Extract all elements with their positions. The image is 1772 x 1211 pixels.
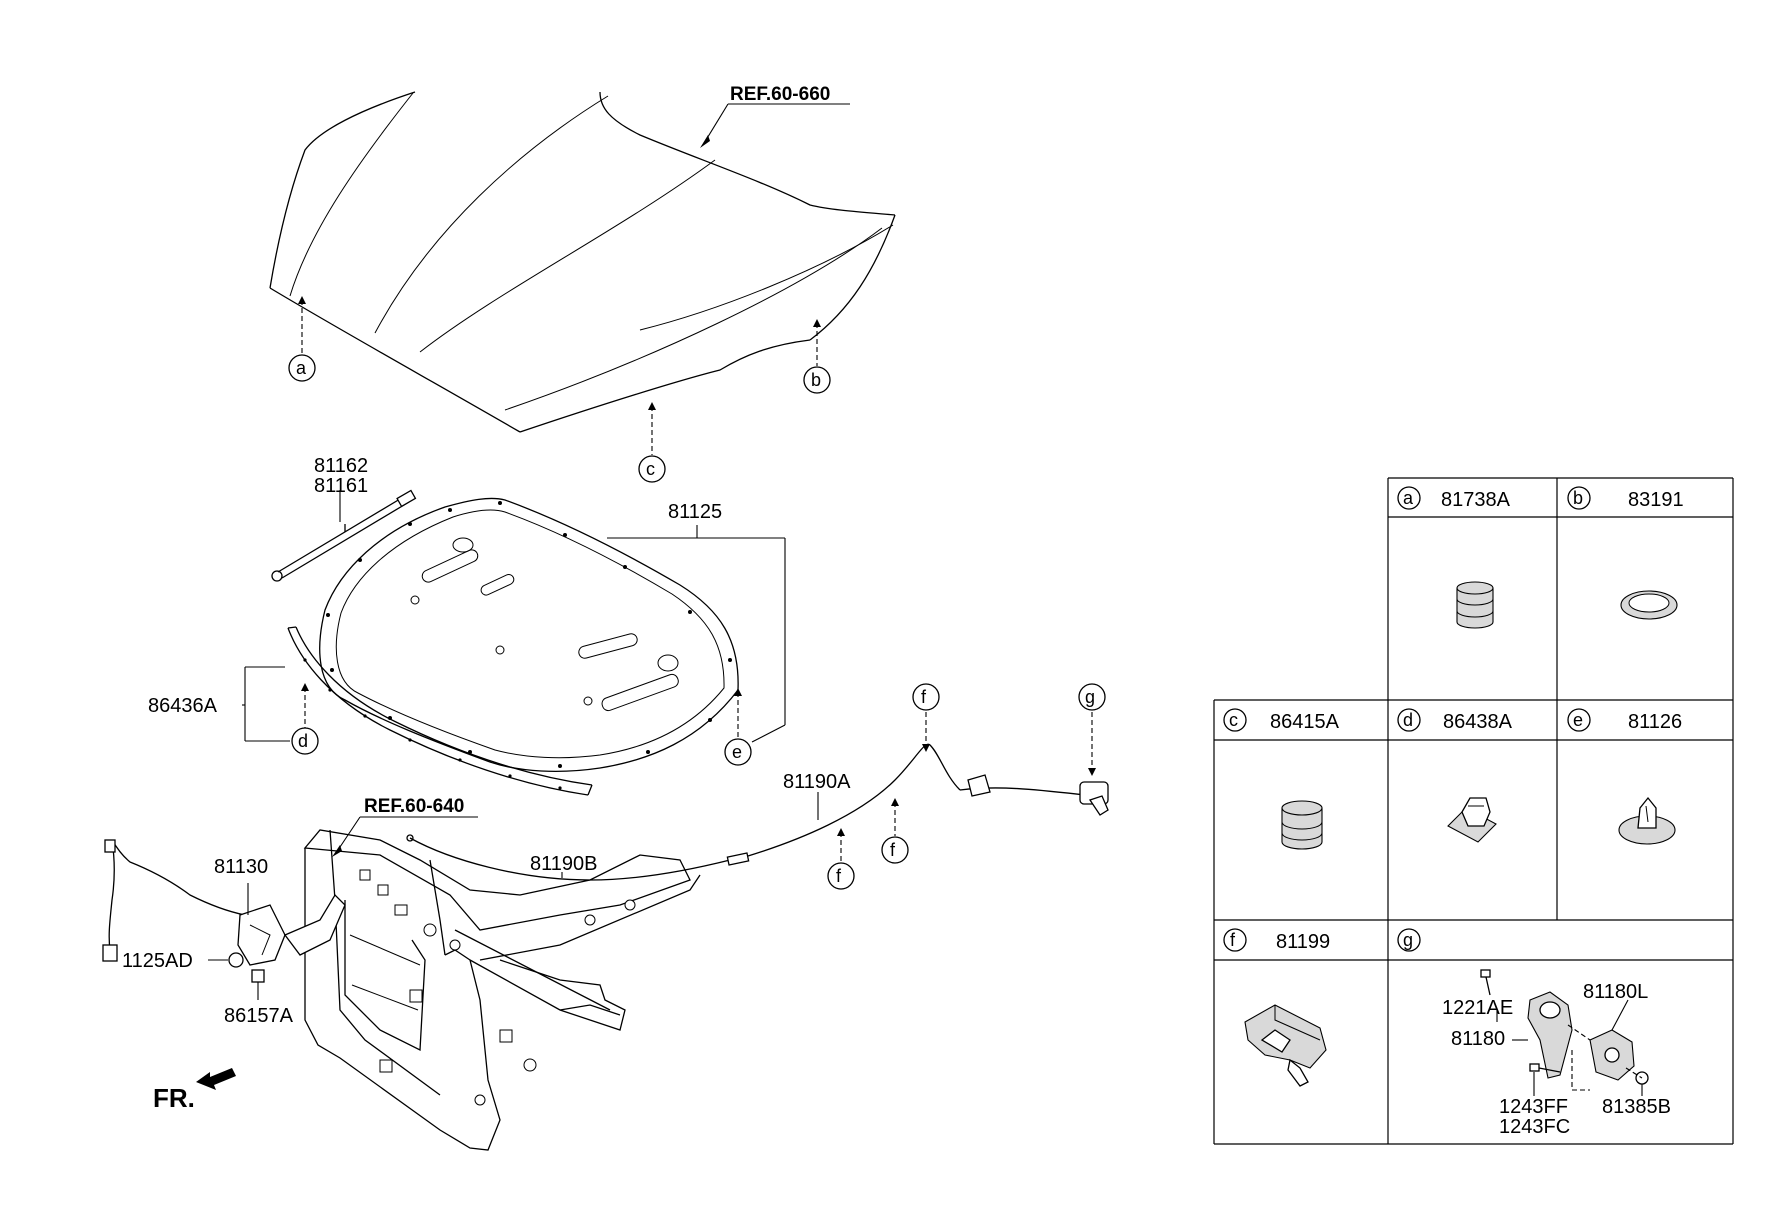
part-1243FF-label: 1243FF [1499, 1096, 1568, 1118]
cable-callouts: f g f f [827, 683, 1106, 890]
ref-hood-label: REF.60-660 [730, 84, 830, 105]
hood-lift-strut: 81162 81161 [271, 455, 417, 582]
hood-panel: REF.60-660 [269, 84, 896, 433]
part-1125AD-label: 1125AD [122, 950, 193, 972]
callout-b: b [811, 370, 821, 390]
part-81190B-label: 81190B [530, 853, 597, 875]
callout-f-top: f [921, 687, 927, 707]
callout-f-left: f [836, 866, 842, 886]
legend-d-letter: d [1403, 710, 1413, 730]
part-81180L-label: 81180L [1583, 981, 1648, 1003]
legend-cell-c: c 86415A [1223, 708, 1340, 850]
part-1221AE-label: 1221AE [1442, 997, 1513, 1019]
part-81161-label: 81161 [314, 475, 368, 497]
callout-c: c [646, 459, 655, 479]
pin-clip-icon [1618, 796, 1676, 845]
legend-cell-f: f 81199 [1223, 928, 1330, 1087]
grommet-stack-icon [1456, 581, 1494, 629]
hood-callouts: a b c [288, 296, 831, 483]
part-1243FC-label: 1243FC [1499, 1116, 1570, 1138]
legend-e-part: 81126 [1628, 711, 1682, 733]
hood-insulator-pad: 81125 [319, 497, 786, 773]
legend-cell-e: e 81126 [1567, 708, 1682, 845]
part-81190A-label: 81190A [783, 771, 851, 793]
parts-legend-table: a 81738A b 83191 c 86415A [1213, 477, 1734, 1145]
legend-cell-b: b 83191 [1567, 486, 1684, 620]
legend-cell-g: g [1397, 928, 1671, 1138]
part-86157A-label: 86157A [224, 1005, 294, 1027]
legend-b-letter: b [1573, 488, 1583, 508]
legend-cell-a: a 81738A [1397, 486, 1511, 629]
callout-a: a [296, 358, 307, 378]
legend-a-letter: a [1403, 488, 1414, 508]
part-81180-label: 81180 [1451, 1028, 1505, 1050]
callout-e-group: e [724, 688, 752, 766]
legend-cell-d: d 86438A [1397, 708, 1513, 843]
callout-g: g [1085, 687, 1095, 707]
part-81162-label: 81162 [314, 455, 368, 477]
legend-c-part: 86415A [1270, 711, 1340, 733]
part-81385B-label: 81385B [1602, 1096, 1671, 1118]
legend-d-part: 86438A [1443, 711, 1513, 733]
front-end-frame: REF.60-640 [303, 796, 701, 1151]
bumper-stack-icon [1281, 800, 1323, 850]
legend-f-part: 81199 [1276, 931, 1330, 953]
ref-frame-label: REF.60-640 [364, 796, 464, 817]
clip-icon [1447, 797, 1497, 843]
callout-d: d [298, 731, 308, 751]
callout-e: e [732, 742, 742, 762]
legend-b-part: 83191 [1628, 489, 1684, 511]
part-81130-label: 81130 [214, 856, 268, 878]
front-label: FR. [153, 1083, 195, 1113]
legend-g-letter: g [1403, 930, 1413, 950]
hood-latch-assembly: 81130 1125AD 86157A [102, 839, 346, 1027]
legend-f-letter: f [1230, 930, 1236, 950]
front-direction-indicator: FR. [153, 1068, 236, 1113]
hood-stay-assembly-icon [1480, 969, 1649, 1096]
legend-e-letter: e [1573, 710, 1583, 730]
part-81125-label: 81125 [668, 501, 722, 523]
part-86436A-label: 86436A [148, 695, 218, 717]
hood-weatherstrip: 86436A d [148, 626, 593, 796]
legend-c-letter: c [1229, 710, 1238, 730]
callout-f-right: f [890, 840, 896, 860]
legend-a-part: 81738A [1441, 489, 1511, 511]
hood-release-cables: 81190B 81190A [406, 743, 1109, 881]
cable-clip-icon [1244, 1004, 1327, 1087]
ring-seal-icon [1620, 590, 1678, 620]
